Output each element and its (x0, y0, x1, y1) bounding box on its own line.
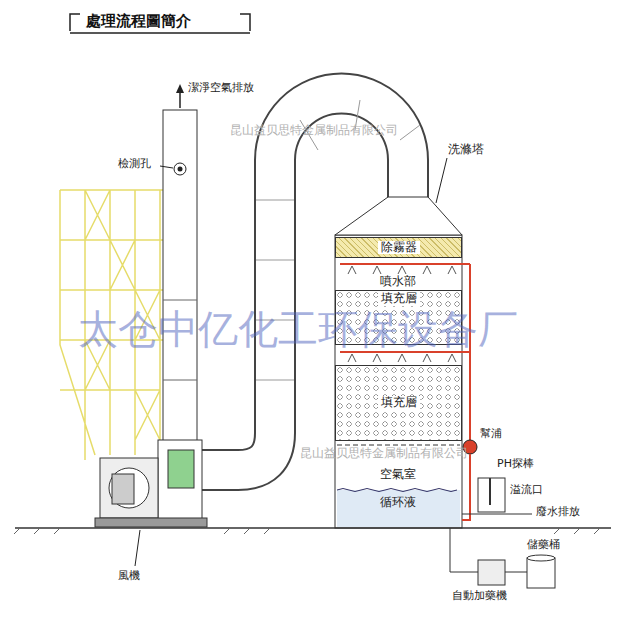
packing-band: 填充層 (335, 365, 462, 441)
chemical-tank (527, 558, 555, 588)
part-label: 溢流口 (510, 484, 543, 497)
part-label: 洗滌塔 (448, 143, 484, 157)
node-label: 除霧器 (378, 241, 420, 255)
chimney (163, 110, 197, 445)
fan-motor (112, 474, 134, 504)
mist-eliminator-band: 除霧器 (335, 237, 462, 258)
tower-body (335, 235, 462, 528)
part-label: 風機 (118, 570, 140, 583)
ground-line (15, 527, 611, 529)
liquid (337, 490, 460, 527)
node-label: 填充層 (378, 292, 420, 306)
liquid-surface (337, 489, 457, 492)
tower-cone (335, 197, 462, 235)
exhaust-arrowhead (176, 84, 184, 93)
exhaust-arrow (179, 92, 181, 108)
inspection-hole-core (178, 167, 183, 172)
part-label: 自動加藥機 (452, 590, 507, 603)
ground-hatch (14, 528, 600, 534)
part-label: 循环液 (380, 496, 416, 510)
support-grid (337, 445, 460, 446)
ph-probe (489, 478, 491, 505)
leader-line (135, 530, 140, 566)
suction-pipe (462, 454, 470, 520)
inspection-hole (174, 163, 186, 175)
dosing-machine (478, 560, 505, 585)
watermark: 昆山益贝思特金属制品有限公司 (230, 124, 398, 138)
leader-line (436, 158, 447, 203)
fan-wheel (109, 468, 149, 508)
watermark: 昆山益贝思特金属制品有限公司 (300, 447, 468, 461)
part-label: PH探棒 (497, 458, 534, 471)
ph-probe-box (478, 478, 505, 512)
part-label: 噴水部 (380, 275, 416, 289)
node-label: 填充層 (378, 396, 420, 410)
fan-base (95, 518, 207, 527)
exhaust-label: 潔淨空氣排放 (188, 82, 254, 95)
watermark: 太仓中亿化工环保设备厂 (78, 306, 518, 352)
part-label: 廢水排放 (536, 506, 580, 519)
fan-connector (168, 450, 194, 488)
part-label: 空氣室 (380, 468, 416, 482)
chemical-tank-top (527, 555, 555, 561)
chimney-base (158, 440, 202, 520)
part-label: 檢測孔 (118, 158, 151, 171)
part-label: 幫浦 (480, 428, 502, 441)
part-label: 儲藥桶 (527, 539, 560, 552)
diagram-title: 處理流程圖簡介 (86, 12, 191, 30)
drain-pipe (462, 514, 532, 515)
fan-housing (100, 458, 158, 518)
leader-line (160, 166, 173, 168)
